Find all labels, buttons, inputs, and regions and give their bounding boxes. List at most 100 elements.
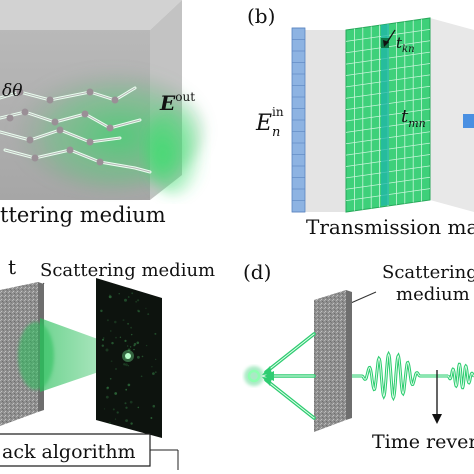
- speckle: [102, 337, 105, 339]
- speckle: [130, 326, 133, 329]
- speckle: [106, 319, 109, 322]
- transmission-matrix: [345, 17, 431, 213]
- scatterer: [26, 136, 34, 144]
- panel-c-partial-label: t: [8, 255, 16, 279]
- speckle: [152, 404, 156, 408]
- speckle: [125, 363, 128, 367]
- scatterers: [6, 88, 119, 166]
- speckle-dots: [100, 292, 157, 425]
- scatterer: [96, 158, 104, 166]
- speckle: [127, 322, 130, 325]
- output-vector: [463, 114, 474, 128]
- slab-d-edge: [346, 290, 352, 420]
- scatterer: [21, 108, 29, 116]
- output-glow: [145, 105, 205, 195]
- panel-b-tag: (b): [247, 4, 275, 28]
- scattering-slab-d: [314, 290, 346, 432]
- scatterer: [66, 146, 74, 154]
- speckle: [125, 406, 128, 409]
- wave-packet-right-core: [447, 363, 474, 389]
- input-field-label: E: [255, 111, 272, 136]
- speckle: [137, 310, 141, 313]
- scatterer: [16, 88, 24, 96]
- scatterer: [86, 88, 94, 96]
- slab-glow: [18, 322, 54, 390]
- speckle: [110, 330, 112, 332]
- scatterer: [31, 154, 39, 162]
- panel-a: δθ Eout ttering medium: [0, 0, 205, 227]
- speckle: [103, 408, 106, 410]
- panel-c-caption: ack algorithm: [2, 441, 136, 463]
- speckle: [150, 417, 153, 419]
- speckle: [100, 309, 103, 313]
- panel-c: t Scattering medium ack algorithm: [0, 255, 215, 470]
- speckle: [130, 333, 133, 336]
- speckle: [112, 408, 115, 411]
- panel-d: (d) Scattering medium: [243, 260, 474, 453]
- speckle: [136, 341, 140, 345]
- speckle: [136, 355, 140, 359]
- speckle: [106, 386, 109, 389]
- speckle: [125, 388, 128, 391]
- speckle: [130, 422, 133, 425]
- speckle: [145, 344, 148, 347]
- point-source: [247, 369, 261, 383]
- speckle: [124, 298, 127, 302]
- scatterer: [106, 124, 114, 132]
- speckle: [129, 346, 132, 348]
- speckle: [154, 332, 157, 335]
- speckle: [145, 307, 147, 310]
- speckle: [140, 375, 143, 378]
- speckle: [155, 358, 157, 361]
- speckle: [123, 363, 126, 366]
- speckle: [137, 299, 140, 302]
- projection-frame-back: [430, 18, 474, 212]
- speckle: [127, 365, 130, 367]
- arrow-heads: [262, 366, 274, 386]
- time-reversal-arrow-head: [432, 414, 442, 424]
- light-cone: [40, 318, 128, 392]
- speckle: [127, 383, 131, 387]
- speckle: [127, 296, 130, 298]
- speckle: [114, 392, 118, 395]
- speckle: [116, 411, 119, 414]
- point-source-glow: [244, 366, 264, 386]
- input-vector: [291, 27, 306, 213]
- speckle: [114, 320, 117, 324]
- speckle: [114, 418, 117, 420]
- scatterer: [56, 126, 64, 134]
- scatterer: [86, 138, 94, 146]
- speckle: [133, 348, 135, 351]
- speckle: [133, 342, 137, 346]
- element-label: tkn: [396, 34, 415, 55]
- speckle: [136, 309, 140, 313]
- panel-c-medium-label: Scattering medium: [40, 260, 215, 281]
- medium-box-top: [0, 0, 182, 30]
- speckle: [124, 339, 127, 342]
- focus-spot: [125, 353, 131, 359]
- speckle: [109, 377, 112, 380]
- speckle: [154, 371, 157, 374]
- projection-frame: [305, 30, 346, 212]
- scatterer: [6, 114, 14, 122]
- speckle: [111, 341, 114, 345]
- speckle: [147, 313, 150, 316]
- panel-d-medium-label-1: Scattering: [382, 262, 474, 283]
- focus-spot-glow: [122, 350, 134, 362]
- matrix-label: tmn: [401, 106, 426, 130]
- scatterer: [81, 110, 89, 118]
- speckle: [118, 293, 120, 295]
- speckle: [122, 319, 125, 322]
- speckle: [129, 400, 133, 404]
- panel-d-caption: Time rever: [372, 431, 474, 453]
- speckle: [105, 348, 109, 352]
- speckle: [110, 360, 113, 363]
- panel-a-caption: ttering medium: [0, 203, 166, 227]
- angle-label: δθ: [2, 81, 22, 101]
- speckle: [141, 355, 144, 358]
- matrix-column-highlight: [381, 24, 389, 206]
- speckle: [152, 372, 155, 375]
- speckle: [137, 406, 140, 409]
- speckle: [115, 368, 117, 370]
- panel-b: (b) tkn tmn E in n Transmission matr: [247, 4, 474, 239]
